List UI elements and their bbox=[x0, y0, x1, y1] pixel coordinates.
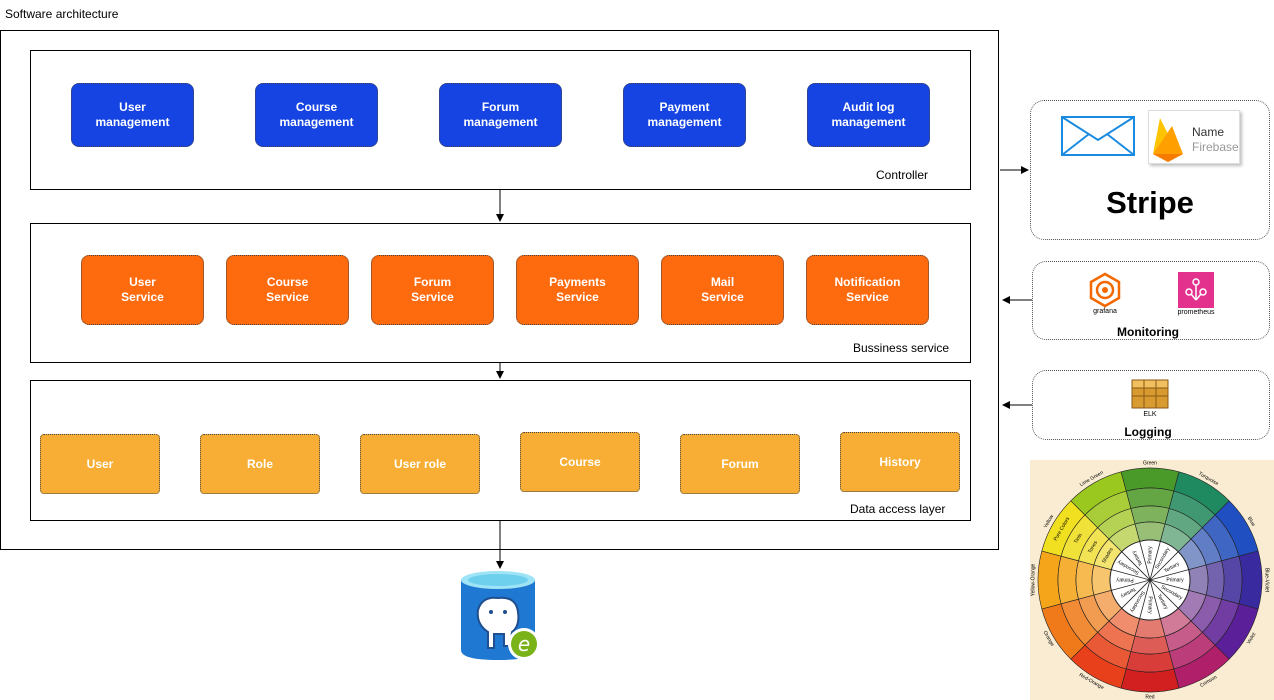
wheel-outer-label: Red bbox=[1145, 694, 1154, 700]
forum-service-box[interactable]: Forum Service bbox=[371, 255, 494, 325]
mail-envelope-icon bbox=[1061, 116, 1135, 156]
stripe-label: Stripe bbox=[1106, 185, 1194, 220]
wheel-center-label: Primary bbox=[1147, 546, 1153, 564]
elk-icon bbox=[1131, 379, 1169, 409]
wheel-spoke bbox=[1121, 579, 1151, 609]
svg-text:e: e bbox=[518, 632, 530, 656]
user-management-box[interactable]: User management bbox=[71, 83, 194, 147]
monitoring-panel bbox=[1032, 261, 1270, 340]
wheel-spoke bbox=[1149, 579, 1179, 609]
wheel-segment bbox=[1221, 555, 1243, 605]
wheel-spoke bbox=[1149, 541, 1161, 581]
forum-entity-box[interactable]: Forum bbox=[680, 434, 800, 494]
forum-management-box[interactable]: Forum management bbox=[439, 83, 562, 147]
wheel-spoke bbox=[1139, 579, 1151, 619]
payments-service-box[interactable]: Payments Service bbox=[516, 255, 639, 325]
firebase-name-label: Name bbox=[1192, 125, 1225, 139]
wheel-center-label: Primary bbox=[1116, 577, 1134, 583]
wheel-outer-label: Blue-Violet bbox=[1264, 568, 1270, 593]
elk-label: ELK bbox=[1143, 411, 1157, 418]
user-service-box[interactable]: User Service bbox=[81, 255, 204, 325]
controller-label: Controller bbox=[876, 168, 929, 182]
logging-label: Logging bbox=[1124, 425, 1172, 439]
wheel-spoke bbox=[1149, 569, 1189, 581]
firebase-flame-icon bbox=[1153, 118, 1183, 162]
data-access-label: Data access layer bbox=[850, 502, 946, 516]
diagram-title: Software architecture bbox=[5, 7, 119, 21]
grafana-icon bbox=[1089, 272, 1121, 308]
firebase-sub-label: Firebase bbox=[1192, 140, 1239, 154]
postgresql-database-icon: e bbox=[461, 571, 540, 660]
course-management-box[interactable]: Course management bbox=[255, 83, 378, 147]
wheel-outer-label: Violet bbox=[1246, 631, 1258, 645]
wheel-spoke bbox=[1111, 569, 1151, 581]
wheel-segment bbox=[1205, 560, 1225, 600]
course-service-box[interactable]: Course Service bbox=[226, 255, 349, 325]
data-access-layer bbox=[30, 380, 971, 521]
prometheus-label: prometheus bbox=[1177, 309, 1215, 316]
wheel-spoke bbox=[1149, 579, 1189, 591]
wheel-segment bbox=[1125, 651, 1175, 673]
wheel-spoke bbox=[1121, 551, 1151, 581]
wheel-segment bbox=[1130, 635, 1170, 655]
notification-service-box[interactable]: Notification Service bbox=[806, 255, 929, 325]
wheel-segment bbox=[1134, 521, 1166, 542]
user-role-entity-box[interactable]: User role bbox=[360, 434, 480, 494]
wheel-spoke bbox=[1149, 579, 1161, 619]
role-entity-box[interactable]: Role bbox=[200, 434, 320, 494]
wheel-center-label: Primary bbox=[1147, 596, 1153, 614]
wheel-spoke bbox=[1139, 541, 1151, 581]
wheel-outer-label: Yellow-Orange bbox=[1030, 563, 1036, 596]
color-wheel-graphic: GreenTurquoiseBlueBlue-VioletVioletCrims… bbox=[1030, 460, 1270, 700]
mail-service-box[interactable]: Mail Service bbox=[661, 255, 784, 325]
wheel-segment bbox=[1134, 618, 1166, 639]
wheel-spoke bbox=[1111, 579, 1151, 591]
wheel-spoke bbox=[1149, 551, 1179, 581]
wheel-segment bbox=[1188, 564, 1209, 596]
wheel-outer-label: Blue bbox=[1246, 516, 1256, 528]
user-entity-box[interactable]: User bbox=[40, 434, 160, 494]
monitoring-label: Monitoring bbox=[1117, 325, 1179, 339]
business-service-label: Bussiness service bbox=[853, 341, 950, 355]
wheel-segment bbox=[1125, 487, 1175, 509]
wheel-outer-label: Green bbox=[1143, 460, 1157, 466]
wheel-segment bbox=[1091, 564, 1112, 596]
prometheus-icon bbox=[1178, 272, 1214, 308]
grafana-label: grafana bbox=[1093, 308, 1117, 315]
wheel-segment bbox=[1130, 505, 1170, 525]
wheel-segment bbox=[1075, 560, 1095, 600]
wheel-center-label: Primary bbox=[1166, 577, 1184, 583]
audit-log-management-box[interactable]: Audit log management bbox=[807, 83, 930, 147]
wheel-ring-label: Tints bbox=[1073, 532, 1084, 545]
payment-management-box[interactable]: Payment management bbox=[623, 83, 746, 147]
history-entity-box[interactable]: History bbox=[840, 432, 960, 492]
wheel-segment bbox=[1057, 555, 1079, 605]
course-entity-box[interactable]: Course bbox=[520, 432, 640, 492]
